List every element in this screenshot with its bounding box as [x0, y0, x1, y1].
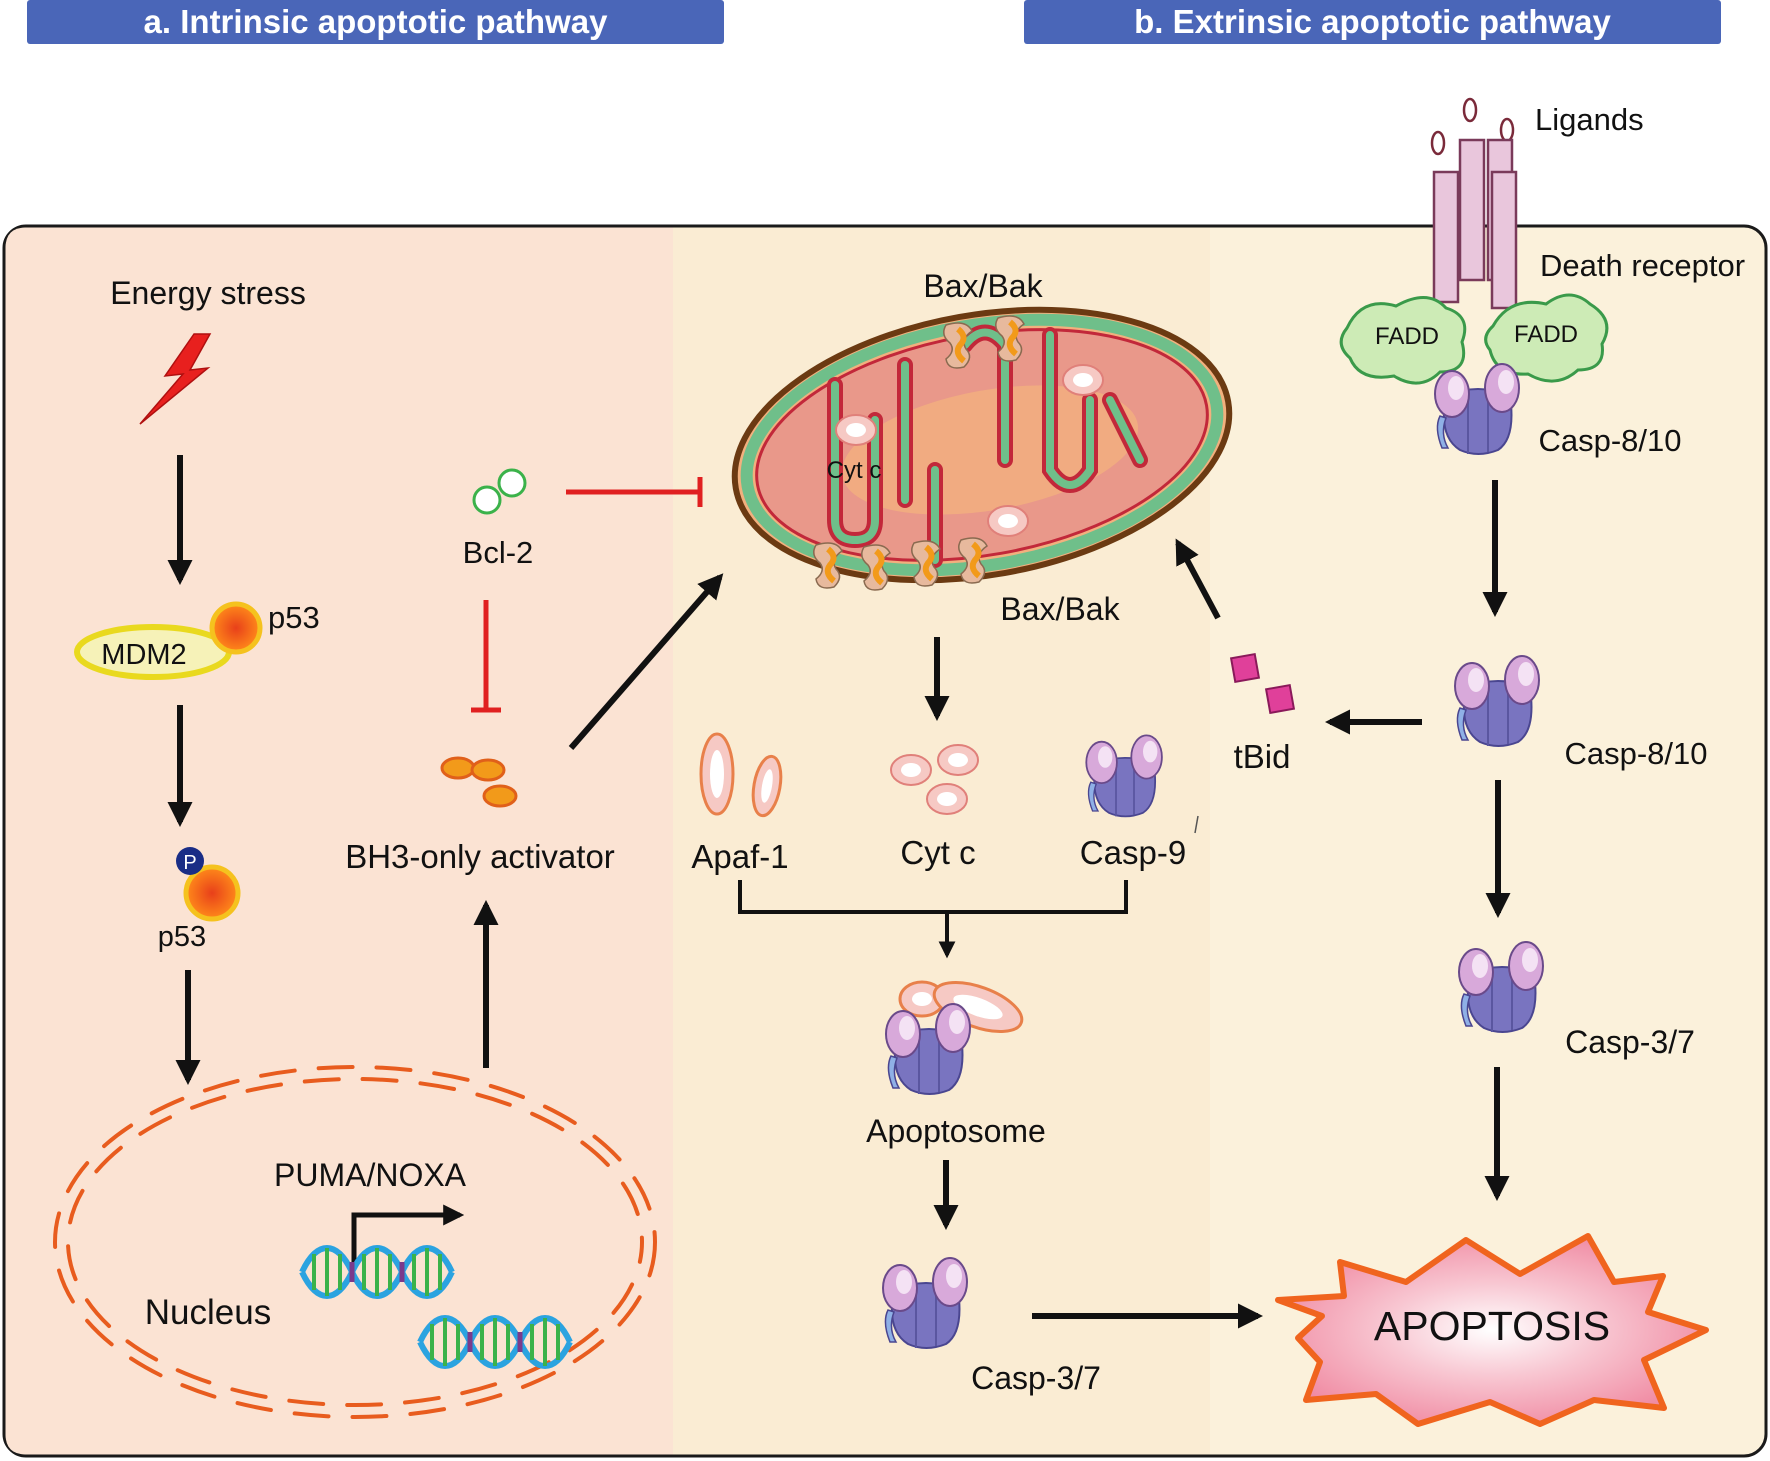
- bh3-only-activator-label: BH3-only activator: [345, 838, 615, 875]
- apoptosome-label: Apoptosome: [866, 1113, 1046, 1149]
- bax-bak-top-label: Bax/Bak: [923, 268, 1043, 304]
- cytc-mito-1: [835, 414, 877, 446]
- casp810-mid-label: Casp-8/10: [1564, 736, 1707, 771]
- bh3-only-activator-shape: [440, 756, 518, 808]
- cytc-label: Cyt c: [900, 834, 975, 871]
- fadd-right-label: FADD: [1514, 321, 1578, 348]
- death-receptor-label: Death receptor: [1540, 248, 1745, 283]
- inhibition-bcl2-to-bh3: [471, 600, 501, 713]
- casp37-intrinsic-label: Casp-3/7: [971, 1360, 1101, 1396]
- bcl2-shape: [472, 468, 527, 515]
- fadd-right-shape: [1484, 293, 1609, 383]
- energy-stress-label: Energy stress: [110, 275, 306, 311]
- apaf1-label: Apaf-1: [691, 838, 788, 875]
- ligands-label: Ligands: [1535, 102, 1644, 137]
- arrow-bh3-to-mito: [568, 573, 724, 750]
- fadd-left-label: FADD: [1375, 323, 1439, 350]
- tbid-label: tBid: [1234, 738, 1291, 775]
- apaf1-shape: [699, 732, 783, 818]
- phospho-icon: [176, 847, 204, 875]
- intrinsic-panel: [5, 227, 673, 1455]
- casp810-top-label: Casp-8/10: [1538, 423, 1681, 458]
- death-receptor-shape: [1432, 138, 1518, 310]
- nucleus-envelope: [53, 1065, 657, 1419]
- p53-bound-label: p53: [268, 600, 320, 635]
- cytc-mito-2: [1062, 364, 1104, 396]
- bcl2-label: Bcl-2: [463, 535, 534, 570]
- bracket-to-apoptosome: [738, 880, 1128, 955]
- apoptosis-label: APOPTOSIS: [1374, 1303, 1610, 1349]
- p53-phosphorylated-shape: [183, 864, 241, 922]
- cytc-mito-label: Cyt c: [827, 457, 882, 484]
- intrinsic-pathway-header: a. Intrinsic apoptotic pathway: [27, 0, 724, 44]
- panel-tick: [1194, 815, 1199, 834]
- puma-noxa-label: PUMA/NOXA: [274, 1157, 467, 1193]
- nucleus-label: Nucleus: [145, 1293, 271, 1332]
- cytc-mito-3: [987, 505, 1029, 537]
- extrinsic-pathway-header: b. Extrinsic apoptotic pathway: [1024, 0, 1721, 44]
- lightning-icon: [139, 333, 212, 425]
- casp37-extrinsic-label: Casp-3/7: [1565, 1024, 1695, 1060]
- arrow-tbid-to-mito: [1175, 538, 1221, 620]
- tbid-shape: [1229, 652, 1296, 715]
- apoptosome-shape: [885, 980, 1024, 1095]
- casp9-label: Casp-9: [1080, 834, 1186, 871]
- mdm2-label: MDM2: [101, 639, 186, 671]
- apoptosis-burst-shape: [1275, 1233, 1709, 1427]
- p53-label: p53: [158, 921, 206, 953]
- phospho-label: P: [183, 852, 196, 874]
- transcription-arrow: [351, 1204, 465, 1262]
- bax-bak-bottom-label: Bax/Bak: [1000, 591, 1120, 627]
- p53-bound-shape: [209, 601, 263, 655]
- inhibition-bcl2-to-mito: [566, 477, 703, 507]
- fadd-left-shape: [1339, 296, 1467, 385]
